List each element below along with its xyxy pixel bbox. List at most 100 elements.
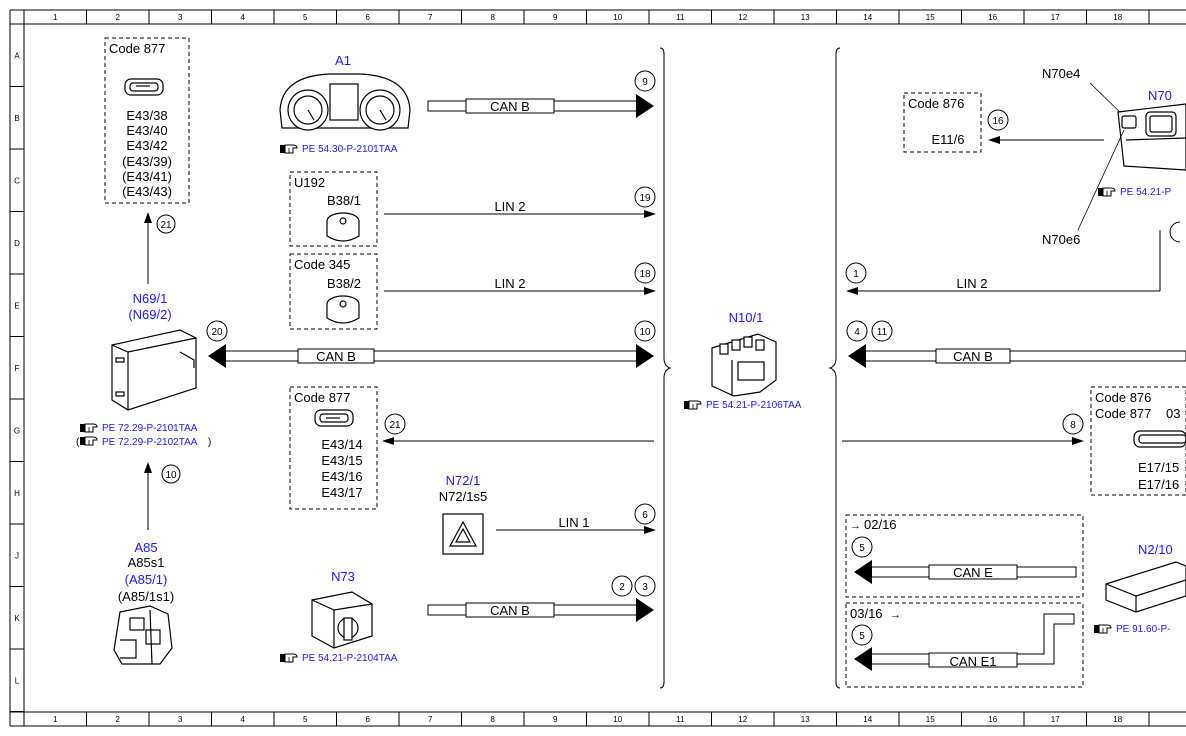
code877-top-code: Code 877 bbox=[109, 41, 165, 56]
bus-n69-can-b: CAN B 20 10 bbox=[206, 320, 656, 368]
code877-top-line-4: (E43/41) bbox=[122, 169, 172, 184]
ref-1: 1 bbox=[853, 269, 859, 280]
bus-right-can-b-label: CAN B bbox=[953, 349, 993, 364]
note-0216: 02/16 bbox=[864, 517, 897, 532]
bus-a1-label: CAN B bbox=[490, 99, 530, 114]
ref-21-mid: 21 bbox=[389, 420, 401, 431]
ref-9: 9 bbox=[642, 77, 648, 88]
sensor-icon bbox=[326, 212, 360, 242]
column-label: 2 bbox=[116, 13, 121, 22]
ref-4: 4 bbox=[854, 327, 860, 338]
u192-box bbox=[289, 171, 378, 247]
note-0316: 03/16 bbox=[850, 606, 883, 621]
code877-mid-code: Code 877 bbox=[294, 390, 350, 405]
bus-n70-label: LIN 2 bbox=[956, 276, 987, 291]
column-label: 12 bbox=[738, 715, 747, 724]
bus-a1-can-b: CAN B 9 bbox=[427, 70, 656, 118]
ref-8: 8 bbox=[1070, 420, 1076, 431]
row-ticks bbox=[10, 23, 24, 712]
code345-code: Code 345 bbox=[294, 257, 350, 272]
n70-e4: N70e4 bbox=[1042, 66, 1080, 81]
bus-n72-lin1: LIN 1 6 bbox=[496, 503, 656, 534]
column-label: 2 bbox=[116, 715, 121, 724]
code877-mid-line-1: E43/15 bbox=[321, 453, 362, 468]
row-label: D bbox=[14, 239, 20, 248]
code877-top-line-0: E43/38 bbox=[126, 108, 167, 123]
note-0316-arrow: → bbox=[890, 609, 901, 621]
code877-mid-line-3: E43/17 bbox=[321, 485, 362, 500]
code876-877-box bbox=[1090, 386, 1186, 496]
code877-top-box bbox=[104, 37, 190, 204]
n72-group: N72/1 N72/1s5 bbox=[439, 473, 487, 555]
a1-label: A1 bbox=[335, 53, 351, 68]
row-label: H bbox=[14, 489, 20, 498]
arrow-n69-to-code877: 21 bbox=[144, 212, 176, 284]
code345-box bbox=[289, 253, 378, 330]
n72-sub: N72/1s5 bbox=[439, 489, 487, 504]
n2-label: N2/10 bbox=[1138, 542, 1173, 557]
n70-e6: N70e6 bbox=[1042, 232, 1080, 247]
n10-group: N10/1 PE 54.21-P-2106TAA bbox=[683, 310, 802, 411]
code876-877-line-0: E17/15 bbox=[1138, 460, 1179, 475]
can-e-group: → 02/16 CAN E 5 bbox=[845, 514, 1084, 598]
ref-6: 6 bbox=[642, 510, 648, 521]
hazard-switch-icon bbox=[442, 513, 484, 555]
lamp-icon bbox=[124, 78, 164, 96]
lamp-icon bbox=[1133, 430, 1186, 448]
column-label: 17 bbox=[1051, 13, 1060, 22]
code876-877-code1: Code 876 bbox=[1095, 390, 1151, 405]
column-ticks bbox=[23, 10, 1150, 726]
instrument-cluster-icon bbox=[279, 73, 411, 131]
column-label: 9 bbox=[553, 715, 558, 724]
column-label: 9 bbox=[553, 13, 558, 22]
row-label: A bbox=[14, 51, 20, 60]
code877-top-line-1: E43/40 bbox=[126, 123, 167, 138]
column-label: 17 bbox=[1051, 715, 1060, 724]
n69-ref2-paren-open: ( bbox=[76, 437, 80, 448]
arrow-to-code877-mid: 21 bbox=[382, 413, 654, 445]
arrow-to-code876-877: 8 bbox=[842, 413, 1084, 445]
u192-label: U192 bbox=[294, 175, 325, 190]
n69-group: N69/1 (N69/2) PE 72.29-P-2101TAA ( PE 72… bbox=[76, 291, 211, 448]
n69-ref2: PE 72.29-P-2102TAA bbox=[102, 437, 198, 448]
column-label: 4 bbox=[241, 13, 246, 22]
code877-top-line-3: (E43/39) bbox=[122, 154, 172, 169]
column-label: 18 bbox=[1113, 715, 1122, 724]
ref-19: 19 bbox=[639, 193, 651, 204]
ref-11: 11 bbox=[877, 327, 888, 338]
code877-mid-line-2: E43/16 bbox=[321, 469, 362, 484]
brace-right bbox=[828, 47, 841, 689]
overhead-control-panel-icon bbox=[1117, 103, 1186, 171]
bus-code345-lin2: LIN 2 18 bbox=[384, 262, 656, 295]
control-unit-icon bbox=[111, 329, 197, 411]
column-label: 16 bbox=[988, 715, 997, 724]
note-0216-arrow: → bbox=[850, 520, 861, 532]
a85-sub2: (A85/1s1) bbox=[118, 589, 174, 604]
code876-877-code2: Code 877 bbox=[1095, 406, 1151, 421]
column-label: 14 bbox=[863, 13, 872, 22]
n69-ref: PE 72.29-P-2101TAA bbox=[102, 423, 198, 434]
ref-2: 2 bbox=[619, 582, 625, 593]
arrow-to-code876: 16 bbox=[987, 109, 1104, 144]
bus-n73-label: CAN B bbox=[490, 603, 530, 618]
arrow-a85-to-n69: 10 bbox=[144, 462, 181, 530]
can-e1-label: CAN E1 bbox=[950, 654, 997, 669]
brace-left bbox=[659, 47, 672, 689]
ref-10-a85: 10 bbox=[165, 470, 177, 481]
code877-top-line-2: E43/42 bbox=[126, 138, 167, 153]
a85-label2: (A85/1) bbox=[125, 572, 168, 587]
column-label: 14 bbox=[863, 715, 872, 724]
row-label: J bbox=[15, 551, 19, 560]
bus-right-can-b: CAN B 4 11 bbox=[846, 320, 1186, 368]
bus-n72-label: LIN 1 bbox=[558, 515, 589, 530]
code876-877-group: Code 876 Code 877 03 E17/15 E17/16 bbox=[1090, 386, 1186, 496]
ignition-switch-icon bbox=[311, 591, 373, 649]
u192-sub: B38/1 bbox=[327, 193, 361, 208]
column-label: 8 bbox=[491, 13, 496, 22]
can-e-label: CAN E bbox=[953, 565, 993, 580]
code876-box bbox=[903, 92, 982, 153]
frame bbox=[9, 9, 1186, 727]
code877-top-line-5: (E43/43) bbox=[122, 184, 172, 199]
